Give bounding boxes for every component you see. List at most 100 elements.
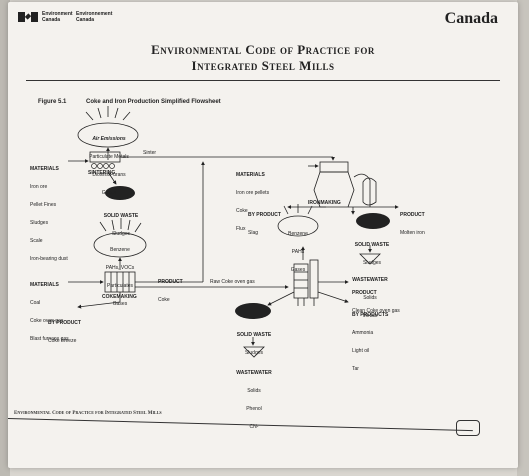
emission-item: Benzene bbox=[288, 231, 308, 237]
solid-waste-title: SOLID WASTE bbox=[236, 332, 272, 338]
coke-by-product: BY PRODUCT Coke breeze bbox=[48, 308, 81, 356]
document-page: Environment Canada Environnement Canada … bbox=[8, 2, 518, 468]
solid-waste-title: SOLID WASTE bbox=[103, 213, 139, 219]
sintering-solid-waste: SOLID WASTE Sludges bbox=[100, 201, 142, 249]
by-product-title: BY PRODUCT bbox=[48, 320, 81, 326]
ironmaking-solid-waste: SOLID WASTE Sludges bbox=[348, 230, 396, 278]
gas-plant-product: PRODUCT Clean Coke oven gas bbox=[352, 278, 400, 326]
coke-product: PRODUCT Coke bbox=[158, 267, 183, 315]
solid-waste-detail: Sludges bbox=[111, 231, 131, 237]
figure-label: Figure 5.1 bbox=[38, 99, 67, 105]
document-title: Environmental Code of Practice for Integ… bbox=[8, 42, 518, 74]
coke-emission-rays bbox=[99, 218, 142, 233]
material-item: Blast furnace gas bbox=[30, 336, 69, 342]
by-product-value: Coke breeze bbox=[48, 338, 77, 344]
material-item: Iron ore pellets bbox=[236, 190, 270, 196]
wastewater-item: Metals bbox=[362, 313, 378, 319]
material-item: Scale bbox=[30, 238, 43, 244]
solid-waste-title: SOLID WASTE bbox=[354, 242, 390, 248]
emission-item: Particulates bbox=[106, 283, 134, 289]
material-item: Iron ore bbox=[30, 184, 48, 190]
title-rule bbox=[26, 80, 500, 81]
sintering-solid-waste-pile bbox=[105, 186, 135, 200]
product-value: Molten iron bbox=[400, 230, 425, 236]
gas-treatment-plant bbox=[293, 259, 319, 306]
canada-wordmark: Canada bbox=[444, 10, 498, 27]
cokemaking-label: COKEMAKING bbox=[102, 294, 137, 300]
ironmaking-gases-ellipse bbox=[277, 215, 319, 237]
gas-plant-wastewater: WASTEWATER Solids Phenol CN- bbox=[230, 358, 278, 442]
coke-emissions-ellipse bbox=[93, 232, 147, 258]
dept-name-en: Environment Canada bbox=[42, 11, 73, 23]
wastewater-item: CN- bbox=[249, 424, 259, 430]
product-title: PRODUCT bbox=[352, 290, 377, 296]
solid-waste-detail: Sludges bbox=[244, 350, 264, 356]
coke-materials: MATERIALS Coal Coke oven gas Blast furna… bbox=[30, 270, 69, 354]
emission-item: Benzene bbox=[110, 247, 130, 253]
material-item: Sludges bbox=[30, 220, 49, 226]
sintering-emissions-list: Air Emissions Particulate Metals Dioxins… bbox=[88, 124, 130, 208]
canada-flag-icon bbox=[18, 12, 38, 22]
emission-item: Gases bbox=[290, 267, 306, 273]
page-header: Environment Canada Environnement Canada … bbox=[18, 10, 508, 36]
ironmaking-product: PRODUCT Molten iron bbox=[400, 200, 425, 248]
sintering-emission-rays bbox=[85, 106, 131, 121]
gas-plant-by-products: BY PRODUCTS Ammonia Light oil Tar bbox=[352, 300, 388, 384]
materials-title: MATERIALS bbox=[236, 172, 265, 178]
ironmaking-materials: MATERIALS Iron ore pellets Coke Flux bbox=[236, 160, 269, 244]
ironmaking-wastewater-funnel bbox=[359, 253, 381, 265]
by-products-title: BY PRODUCTS bbox=[352, 312, 389, 318]
material-item: Coal bbox=[30, 300, 41, 306]
raw-coke-oven-gas-label: Raw Coke oven gas bbox=[210, 279, 255, 285]
by-product-item: Ammonia bbox=[352, 330, 374, 336]
emission-item: PAHs bbox=[291, 249, 305, 255]
gas-plant-wastewater-funnel bbox=[243, 346, 265, 358]
solid-waste-detail: Sludges bbox=[362, 260, 382, 266]
ironmaking-label: IRONMAKING bbox=[308, 200, 341, 206]
emission-item: Dioxins/Furans bbox=[92, 172, 126, 178]
ironmaking-by-product: BY PRODUCT Slag bbox=[248, 200, 281, 248]
wastewater-item: Phenol bbox=[246, 406, 262, 412]
material-item: Coke oven gas bbox=[30, 318, 64, 324]
coke-emissions-list: Benzene PAHs, VOCs Particulates Gases bbox=[98, 235, 142, 319]
material-item: Iron-bearing dust bbox=[30, 256, 68, 262]
figure-caption: Coke and Iron Production Simplified Flow… bbox=[86, 99, 221, 105]
flowsheet-diagram bbox=[68, 106, 399, 358]
material-item: Coke bbox=[236, 208, 248, 214]
emission-item: PAHs, VOCs bbox=[105, 265, 135, 271]
material-item: Pellet Fines bbox=[30, 202, 57, 208]
by-product-title: BY PRODUCT bbox=[248, 212, 281, 218]
wastewater-item: Solids bbox=[247, 388, 261, 394]
publication-logo-icon bbox=[456, 420, 480, 436]
emission-item: Gases bbox=[112, 301, 128, 307]
gas-plant-solid-waste-pile bbox=[235, 303, 271, 319]
sinter-label: Sinter bbox=[143, 150, 157, 156]
material-item: Flux bbox=[236, 226, 246, 232]
sintering-emissions-ellipse bbox=[77, 122, 139, 148]
ironmaking-solid-waste-pile bbox=[356, 213, 390, 229]
ironmaking-gases-list: Benzene PAHs Gases bbox=[280, 219, 316, 285]
emission-item: Air Emissions bbox=[92, 136, 126, 142]
wastewater-item: Solids bbox=[363, 295, 377, 301]
product-title: PRODUCT bbox=[158, 279, 183, 285]
dept-name-fr: Environnement Canada bbox=[76, 11, 113, 23]
gas-plant-solid-waste: SOLID WASTE Sludges bbox=[230, 320, 278, 368]
ironmaking-wastewater: WASTEWATER Solids Metals bbox=[346, 265, 394, 331]
left-background bbox=[0, 0, 10, 476]
by-product-item: Tar bbox=[352, 366, 359, 372]
materials-title: MATERIALS bbox=[30, 282, 59, 288]
wastewater-title: WASTEWATER bbox=[236, 370, 272, 376]
sintering-materials: MATERIALS Iron ore Pellet Fines Sludges … bbox=[30, 154, 68, 274]
product-value: Coke bbox=[158, 297, 170, 303]
materials-title: MATERIALS bbox=[30, 166, 59, 172]
product-value: Clean Coke oven gas bbox=[352, 308, 400, 314]
emission-item: Particulate Metals bbox=[89, 154, 129, 160]
wastewater-title: WASTEWATER bbox=[352, 277, 388, 283]
footer-text: Environmental Code of Practice for Integ… bbox=[14, 411, 162, 416]
emission-item: Gases bbox=[101, 190, 117, 196]
title-line-1: Environmental Code of Practice for bbox=[151, 42, 375, 57]
title-line-2: Integrated Steel Mills bbox=[191, 58, 335, 73]
by-product-item: Light oil bbox=[352, 348, 370, 354]
right-background bbox=[517, 0, 529, 476]
sintering-label: SINTERING bbox=[88, 170, 116, 176]
